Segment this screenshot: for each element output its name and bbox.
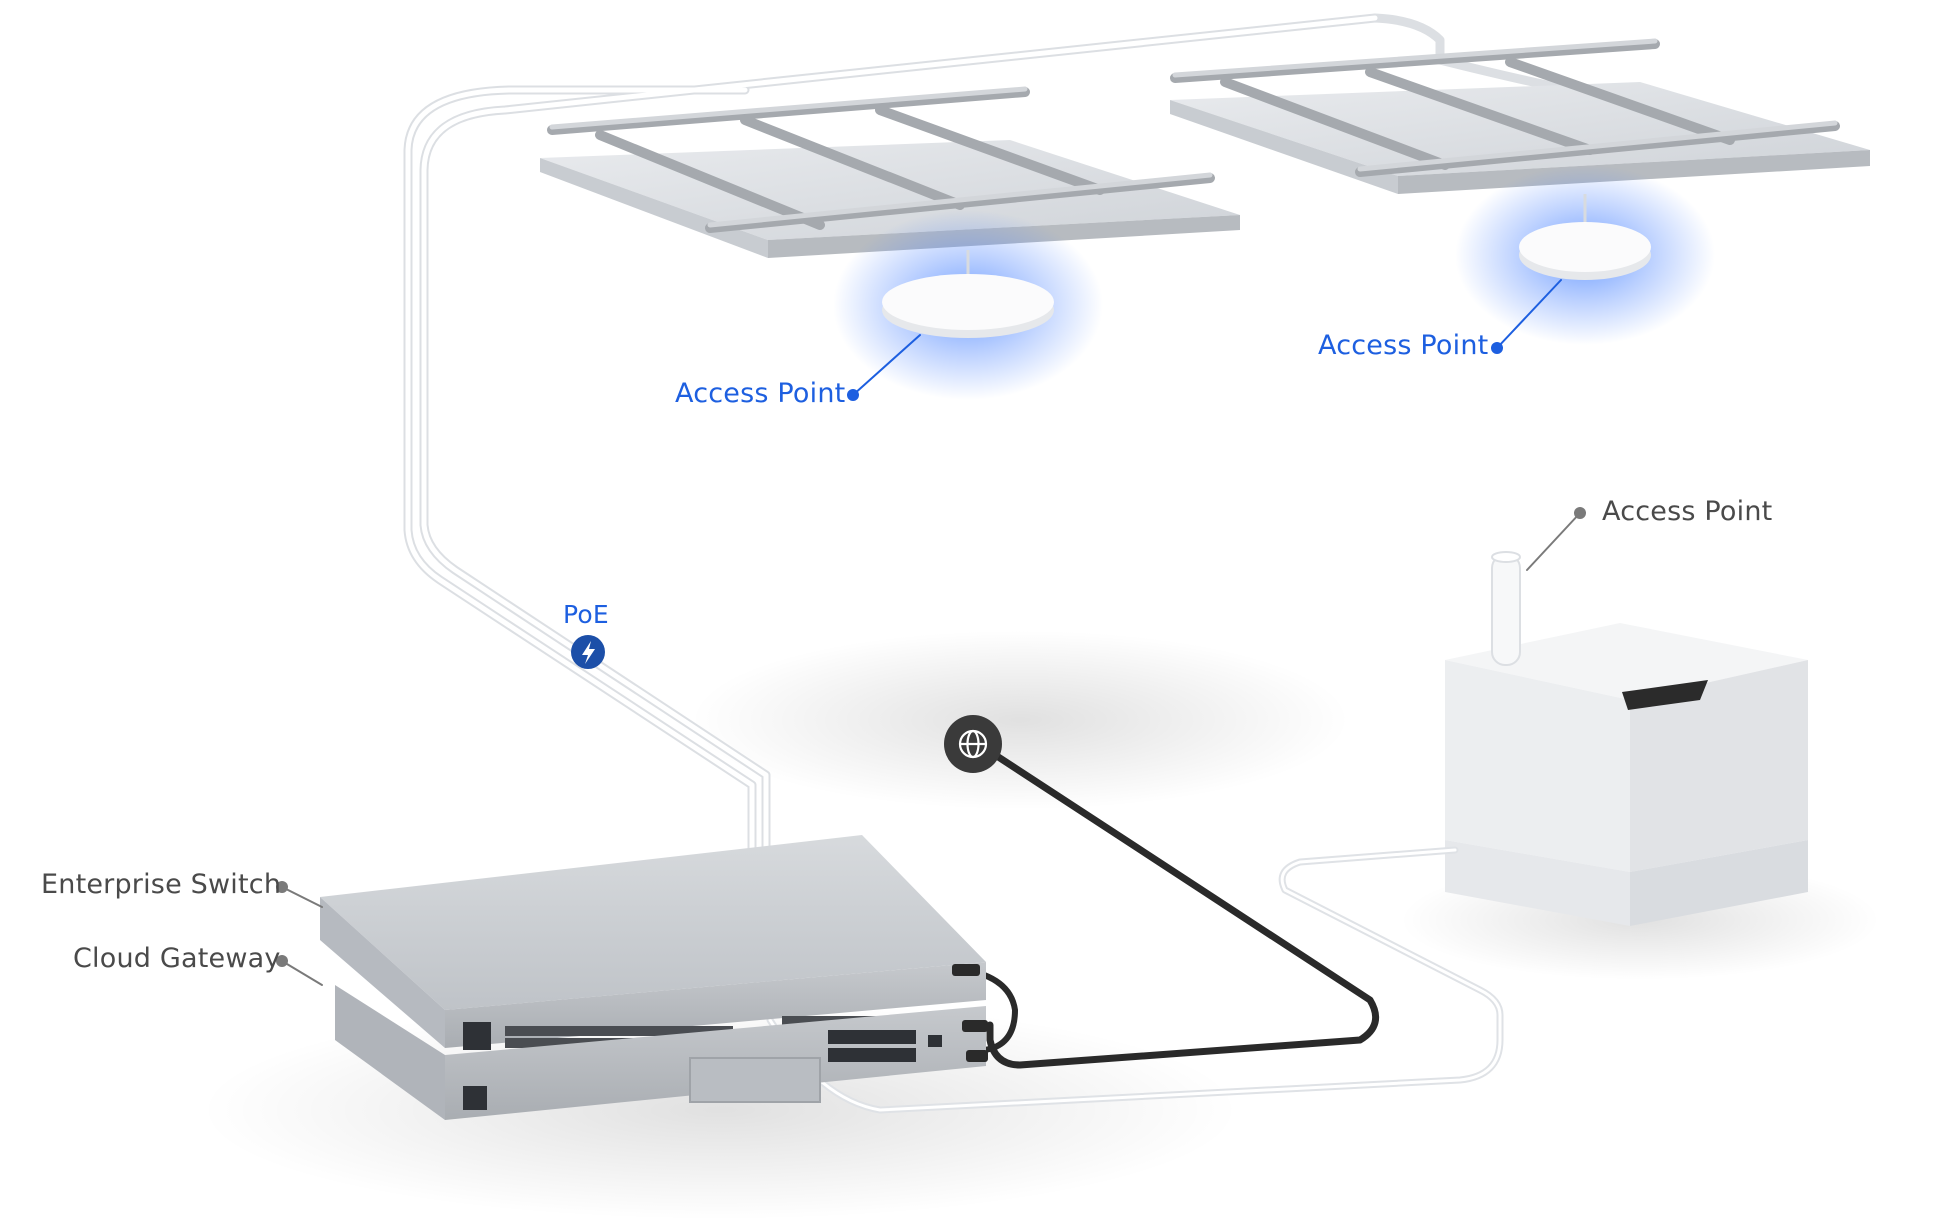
access-point-ceiling-right [1455,165,1715,345]
access-point-ceiling-left [833,210,1103,400]
ceiling-panel-right [1170,38,1870,194]
cloud-gateway [335,964,988,1120]
lightning-bolt-icon [582,641,595,664]
label-connectors [276,279,1586,986]
globe-icon [958,729,988,759]
enterprise-switch [320,835,986,1050]
internet-badge [944,715,1002,773]
access-point-antenna [1491,551,1521,666]
outdoor-enclosure [1445,623,1808,926]
access-point-label-right: Access Point [1318,330,1489,361]
access-point-label-outdoor: Access Point [1602,496,1773,527]
outdoor-cable [766,846,1504,1114]
cloud-gateway-label: Cloud Gateway [73,943,281,974]
floor-shadow [690,630,1350,810]
poe-badge [571,635,605,669]
access-point-label-left: Access Point [675,378,846,409]
poe-label: PoE [563,600,609,629]
enterprise-switch-label: Enterprise Switch [41,869,282,900]
